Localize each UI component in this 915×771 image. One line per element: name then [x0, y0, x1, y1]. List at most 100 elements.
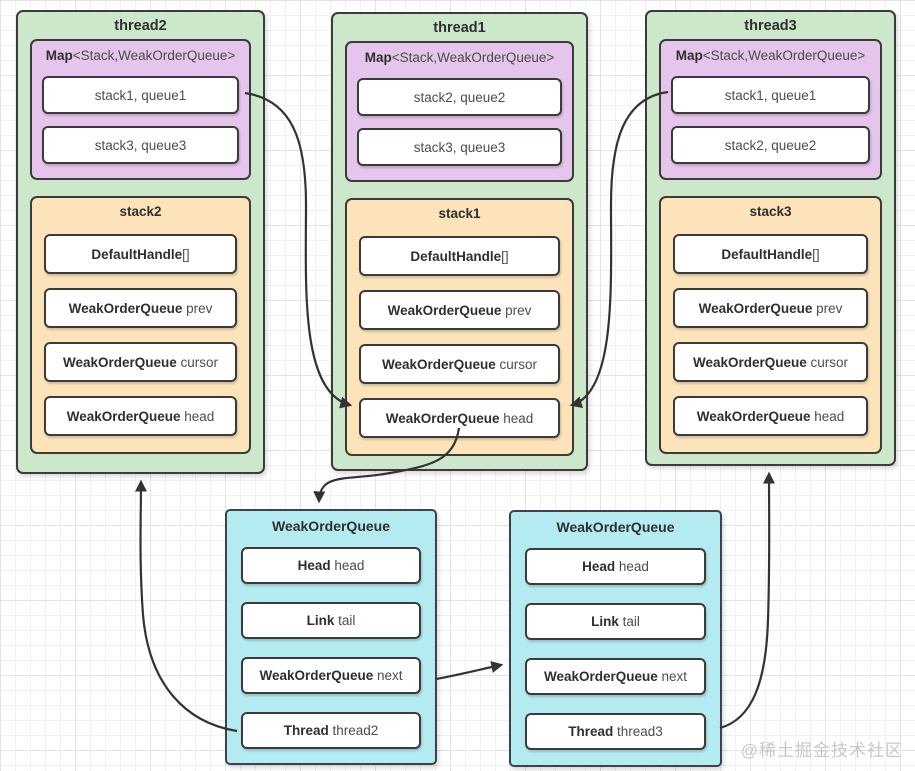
stack-title: stack1: [438, 206, 481, 221]
stack-field: DefaultHandle[]: [359, 236, 560, 276]
field-bold: Thread: [568, 724, 614, 739]
field-bold: WeakOrderQueue: [385, 410, 500, 426]
queue-box-thread2: WeakOrderQueue Head head Link tail WeakO…: [225, 509, 437, 765]
stack-box: stack3 DefaultHandle[] WeakOrderQueue pr…: [659, 196, 882, 454]
map-title-bold: Map: [364, 50, 392, 65]
stack-field: WeakOrderQueue cursor: [673, 342, 868, 382]
map-title-rest: <Stack,WeakOrderQueue>: [391, 50, 555, 65]
stack-field: WeakOrderQueue prev: [359, 290, 560, 330]
thread-box-thread2: thread2 Map<Stack,WeakOrderQueue> stack1…: [16, 10, 265, 474]
stack-field: WeakOrderQueue cursor: [44, 342, 237, 382]
field-regular: cursor: [806, 354, 849, 370]
map-title-bold: Map: [45, 48, 73, 63]
stack-field: DefaultHandle[]: [44, 234, 237, 274]
queue-field: Thread thread2: [241, 712, 421, 749]
map-entry-text: stack2, queue2: [413, 89, 506, 105]
field-bold: WeakOrderQueue: [62, 354, 177, 370]
field-bold: DefaultHandle: [410, 248, 502, 264]
arrow-queue-next-to-queue-thread3: [435, 661, 504, 681]
field-regular: []: [182, 246, 190, 262]
field-regular: tail: [618, 614, 640, 629]
stack-field: WeakOrderQueue head: [44, 396, 237, 436]
field-bold: Head: [297, 558, 331, 573]
field-regular: cursor: [495, 356, 538, 372]
map-entry-text: stack1, queue1: [94, 87, 187, 103]
stack-box: stack2 DefaultHandle[] WeakOrderQueue pr…: [30, 196, 251, 454]
map-entry-text: stack2, queue2: [724, 137, 817, 153]
arrow-queue-thread3-to-thread3: [719, 471, 776, 730]
thread-title: thread2: [114, 18, 167, 34]
queue-field: Link tail: [525, 603, 706, 640]
queue-field: WeakOrderQueue next: [525, 658, 706, 695]
field-regular: thread2: [328, 723, 379, 738]
field-bold: WeakOrderQueue: [543, 669, 658, 684]
field-bold: Head: [582, 559, 616, 574]
field-bold: WeakOrderQueue: [692, 354, 807, 370]
field-bold: WeakOrderQueue: [259, 668, 374, 683]
map-box: Map<Stack,WeakOrderQueue> stack2, queue2…: [345, 41, 574, 182]
field-bold: WeakOrderQueue: [66, 408, 181, 424]
stack-field: WeakOrderQueue head: [673, 396, 868, 436]
stack-field: WeakOrderQueue cursor: [359, 344, 560, 384]
map-title: Map<Stack,WeakOrderQueue>: [42, 47, 239, 64]
queue-field: Link tail: [241, 602, 421, 639]
field-regular: tail: [334, 613, 356, 628]
stack-field: WeakOrderQueue prev: [44, 288, 237, 328]
stack-field: DefaultHandle[]: [673, 234, 868, 274]
queue-title: WeakOrderQueue: [556, 519, 675, 535]
field-regular: head: [499, 410, 534, 426]
arrow-queue-thread2-to-thread2: [134, 479, 238, 733]
queue-field: Head head: [241, 547, 421, 584]
watermark: @稀土掘金技术社区: [740, 741, 903, 760]
queue-field: Thread thread3: [525, 713, 706, 750]
stack-field: WeakOrderQueue head: [359, 398, 560, 438]
field-regular: cursor: [176, 354, 219, 370]
thread-box-thread1: thread1 Map<Stack,WeakOrderQueue> stack2…: [331, 12, 588, 471]
queue-field: WeakOrderQueue next: [241, 657, 421, 694]
map-entry: stack3, queue3: [42, 126, 239, 164]
field-bold: DefaultHandle: [91, 246, 183, 262]
map-entry-text: stack1, queue1: [724, 87, 817, 103]
map-entry: stack3, queue3: [357, 128, 562, 166]
map-entry: stack1, queue1: [671, 76, 870, 114]
field-bold: WeakOrderQueue: [68, 300, 183, 316]
field-regular: []: [812, 246, 820, 262]
field-bold: WeakOrderQueue: [696, 408, 811, 424]
stack-title: stack2: [119, 204, 162, 219]
stack-field: WeakOrderQueue prev: [673, 288, 868, 328]
field-regular: head: [615, 559, 649, 574]
queue-box-thread3: WeakOrderQueue Head head Link tail WeakO…: [509, 510, 722, 767]
map-entry-text: stack3, queue3: [413, 139, 506, 155]
field-regular: prev: [812, 300, 843, 316]
map-title: Map<Stack,WeakOrderQueue>: [357, 49, 562, 66]
field-bold: DefaultHandle: [721, 246, 813, 262]
field-regular: next: [373, 668, 403, 683]
thread-box-thread3: thread3 Map<Stack,WeakOrderQueue> stack1…: [645, 10, 896, 466]
field-regular: prev: [182, 300, 213, 316]
field-bold: WeakOrderQueue: [387, 302, 502, 318]
field-regular: next: [657, 669, 688, 684]
field-bold: WeakOrderQueue: [698, 300, 813, 316]
map-box: Map<Stack,WeakOrderQueue> stack1, queue1…: [659, 39, 882, 180]
map-title-rest: <Stack,WeakOrderQueue>: [702, 48, 866, 63]
map-title-bold: Map: [675, 48, 703, 63]
thread-title: thread1: [433, 20, 486, 36]
map-title: Map<Stack,WeakOrderQueue>: [671, 47, 870, 64]
map-entry-text: stack3, queue3: [94, 137, 187, 153]
field-bold: Link: [591, 614, 619, 629]
field-bold: Link: [306, 613, 335, 628]
field-bold: Thread: [283, 723, 329, 738]
map-box: Map<Stack,WeakOrderQueue> stack1, queue1…: [30, 39, 251, 180]
field-regular: head: [180, 408, 215, 424]
field-regular: []: [501, 248, 509, 264]
map-entry: stack2, queue2: [357, 78, 562, 116]
stack-title: stack3: [749, 204, 792, 219]
stack-box: stack1 DefaultHandle[] WeakOrderQueue pr…: [345, 198, 574, 456]
field-regular: prev: [501, 302, 532, 318]
thread-title: thread3: [744, 18, 797, 34]
map-entry: stack2, queue2: [671, 126, 870, 164]
queue-field: Head head: [525, 548, 706, 585]
map-title-rest: <Stack,WeakOrderQueue>: [72, 48, 236, 63]
field-regular: head: [330, 558, 365, 573]
field-regular: head: [810, 408, 845, 424]
